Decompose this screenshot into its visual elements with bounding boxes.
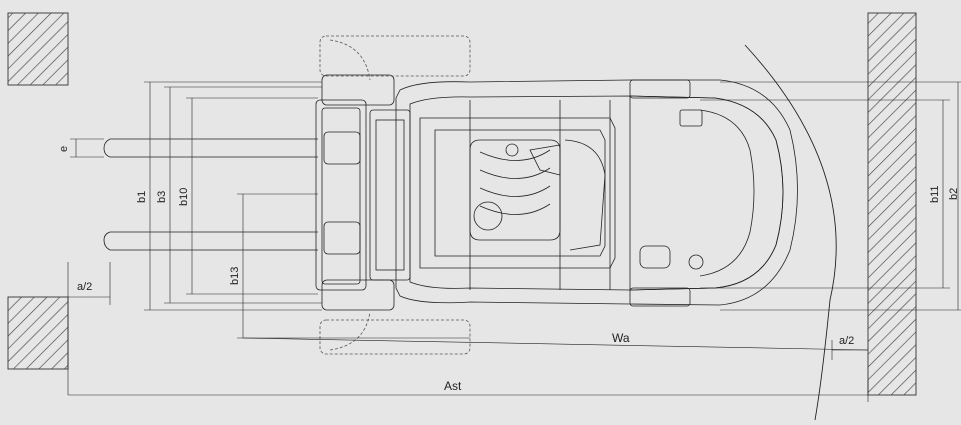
front-wheel-bottom bbox=[321, 279, 395, 311]
label-a-half-right: a/2 bbox=[839, 335, 854, 347]
operator-seat bbox=[469, 139, 561, 241]
steer-footprint-bottom bbox=[319, 319, 471, 355]
front-wheel-top bbox=[321, 74, 395, 106]
label-b10: b10 bbox=[178, 188, 190, 206]
label-ast: Ast bbox=[444, 379, 462, 393]
label-b13: b13 bbox=[229, 267, 241, 285]
fork-lower bbox=[103, 231, 318, 251]
label-a-half-left: a/2 bbox=[77, 281, 92, 293]
label-wa: Wa bbox=[612, 331, 630, 345]
rear-wheel-top bbox=[629, 79, 691, 99]
truck-body-outline bbox=[395, 79, 798, 306]
label-b2: b2 bbox=[948, 188, 960, 200]
rack-block-top-left bbox=[7, 12, 69, 86]
counterweight bbox=[629, 95, 784, 291]
mast-carriage bbox=[315, 99, 367, 291]
overhead-guard bbox=[419, 117, 616, 269]
label-b1: b1 bbox=[136, 191, 148, 203]
label-b3: b3 bbox=[156, 191, 168, 203]
fork-upper bbox=[103, 138, 318, 158]
label-b11: b11 bbox=[929, 185, 941, 203]
rear-wheel-bottom bbox=[629, 287, 691, 307]
steer-footprint-top bbox=[319, 35, 471, 77]
turning-radius-arc bbox=[744, 44, 837, 421]
label-e: e bbox=[58, 146, 70, 152]
rack-block-right bbox=[867, 12, 917, 396]
rack-block-bottom-left bbox=[7, 296, 69, 370]
